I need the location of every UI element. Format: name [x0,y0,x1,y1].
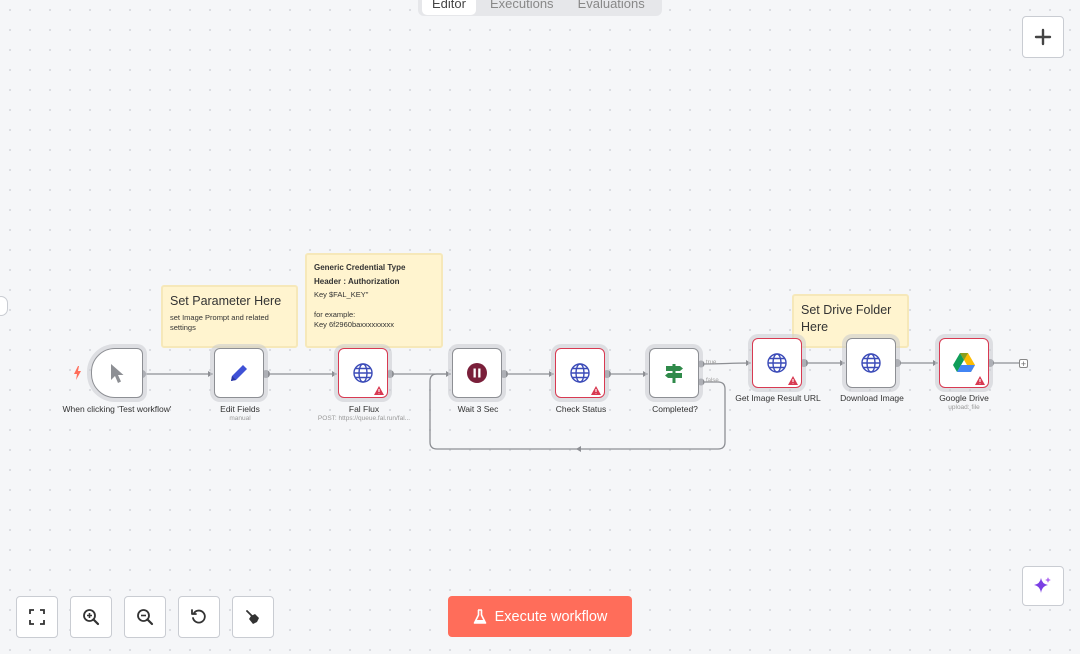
node-label: Edit Fields [220,404,260,414]
plus-icon [1034,28,1052,46]
node-google-drive[interactable] [939,338,989,388]
globe-icon [353,363,373,383]
node-label: Fal Flux [348,404,380,414]
add-node-button[interactable] [1022,16,1064,58]
node-if-completed[interactable] [649,348,699,398]
node-get-image-result[interactable] [752,338,802,388]
zoom-out-icon [137,609,154,626]
sticky-set-parameter[interactable]: Set Parameter Here set Image Prompt and … [161,285,298,348]
add-next-node-handle[interactable]: + [1019,359,1028,369]
sticky-title: Set Drive Folder Here [801,303,892,334]
node-fal-flux[interactable] [338,348,388,398]
view-tabs: Editor Executions Evaluations [418,0,662,16]
node-label: When clicking 'Test workflow' [62,404,172,414]
node-label: Download Image [840,393,904,403]
globe-icon [570,363,590,383]
zoom-out-button[interactable] [124,596,166,638]
reset-zoom-button[interactable] [178,596,220,638]
fit-view-button[interactable] [16,596,58,638]
sticky-credential[interactable]: Generic Credential Type Header : Authori… [305,253,443,348]
tidy-up-icon [246,610,259,624]
pen-icon [231,365,247,381]
zoom-in-button[interactable] [70,596,112,638]
sticky-line: Key 6f2960baxxxxxxxxx [314,320,395,329]
node-label: Google Drive [939,393,989,403]
branch-label-false: false [706,378,719,384]
globe-icon [861,353,881,373]
node-manual-trigger[interactable] [91,348,143,398]
sticky-line: for example: [314,310,356,319]
node-subtitle: upload: file [948,404,980,411]
branch-label-true: true [706,360,717,366]
node-label: Get Image Result URL [735,393,821,403]
fit-view-icon [29,609,45,625]
node-download-image[interactable] [846,338,896,388]
warning-icon [591,386,601,395]
node-wait[interactable] [452,348,502,398]
tab-executions[interactable]: Executions [489,0,554,11]
signpost-icon [665,364,683,383]
tab-editor[interactable]: Editor [422,0,476,15]
node-label: Check Status [555,404,607,414]
execute-workflow-button[interactable]: Execute workflow [448,596,632,637]
warning-icon [975,376,985,385]
node-edit-fields[interactable] [214,348,264,398]
zoom-in-icon [83,609,100,626]
sticky-text: set Image Prompt and related settings [170,313,269,332]
sticky-title: Set Parameter Here [170,294,282,308]
node-label: Completed? [652,404,698,414]
sparkle-icon [1034,577,1051,593]
execute-workflow-label: Execute workflow [494,608,608,625]
node-subtitle: POST: https://queue.fal.run/fal... [317,415,411,422]
sticky-line: Header : Authorization [314,277,400,286]
lightning-icon [74,366,81,380]
ai-assistant-button[interactable] [1022,566,1064,606]
sticky-line: Generic Credential Type [314,263,406,272]
reset-icon [191,609,206,624]
warning-icon [788,376,798,385]
globe-icon [767,353,787,373]
tab-evaluations[interactable]: Evaluations [577,0,645,11]
sticky-line: Key $FAL_KEY" [314,290,369,299]
node-check-status[interactable] [555,348,605,398]
cursor-icon [111,364,124,383]
google-drive-icon [953,353,975,372]
node-subtitle: manual [229,415,251,422]
warning-icon [374,386,384,395]
pause-icon [467,363,487,383]
flask-icon [473,608,486,624]
tidy-up-button[interactable] [232,596,274,638]
node-label: Wait 3 Sec [457,404,499,414]
